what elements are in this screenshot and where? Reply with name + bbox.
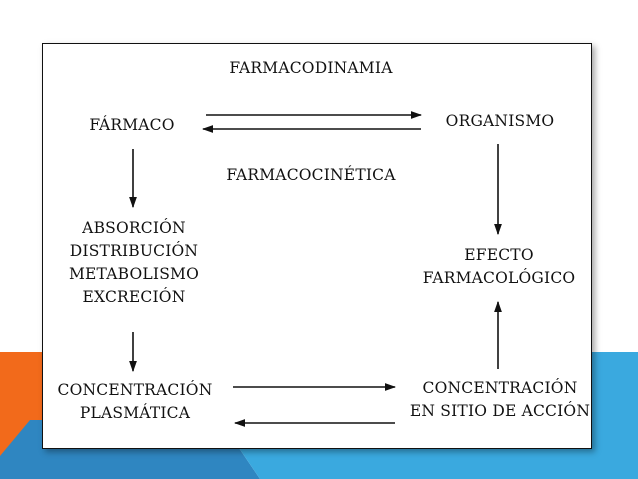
plasma-node: CONCENTRACIÓN PLASMÁTICA xyxy=(58,379,213,425)
site-line-2: EN SITIO DE ACCIÓN xyxy=(409,402,591,420)
diagram-arrows xyxy=(129,111,502,427)
plasma-line-1: CONCENTRACIÓN xyxy=(57,381,213,399)
farmaco-node: FÁRMACO xyxy=(89,116,175,134)
adme-distribucion: DISTRIBUCIÓN xyxy=(69,242,199,260)
diagram-panel: FARMACODINAMIA FÁRMACO ORGANISMO FARMACO… xyxy=(42,43,592,449)
efecto-node: EFECTO FARMACOLÓGICO xyxy=(423,244,576,290)
adme-excrecion: EXCRECIÓN xyxy=(82,288,186,306)
adme-metabolismo: METABOLISMO xyxy=(68,265,200,283)
plasma-line-2: PLASMÁTICA xyxy=(79,404,191,422)
efecto-line-2: FARMACOLÓGICO xyxy=(422,269,576,287)
efecto-line-1: EFECTO xyxy=(464,246,534,264)
site-node: CONCENTRACIÓN EN SITIO DE ACCIÓN xyxy=(410,377,590,423)
farmacocinetica-label: FARMACOCINÉTICA xyxy=(226,166,396,184)
organismo-node: ORGANISMO xyxy=(445,112,555,130)
adme-node: ABSORCIÓN DISTRIBUCIÓN METABOLISMO EXCRE… xyxy=(69,217,199,309)
adme-absorcion: ABSORCIÓN xyxy=(82,219,186,237)
farmacodinamia-label: FARMACODINAMIA xyxy=(229,59,393,77)
site-line-1: CONCENTRACIÓN xyxy=(422,379,578,397)
